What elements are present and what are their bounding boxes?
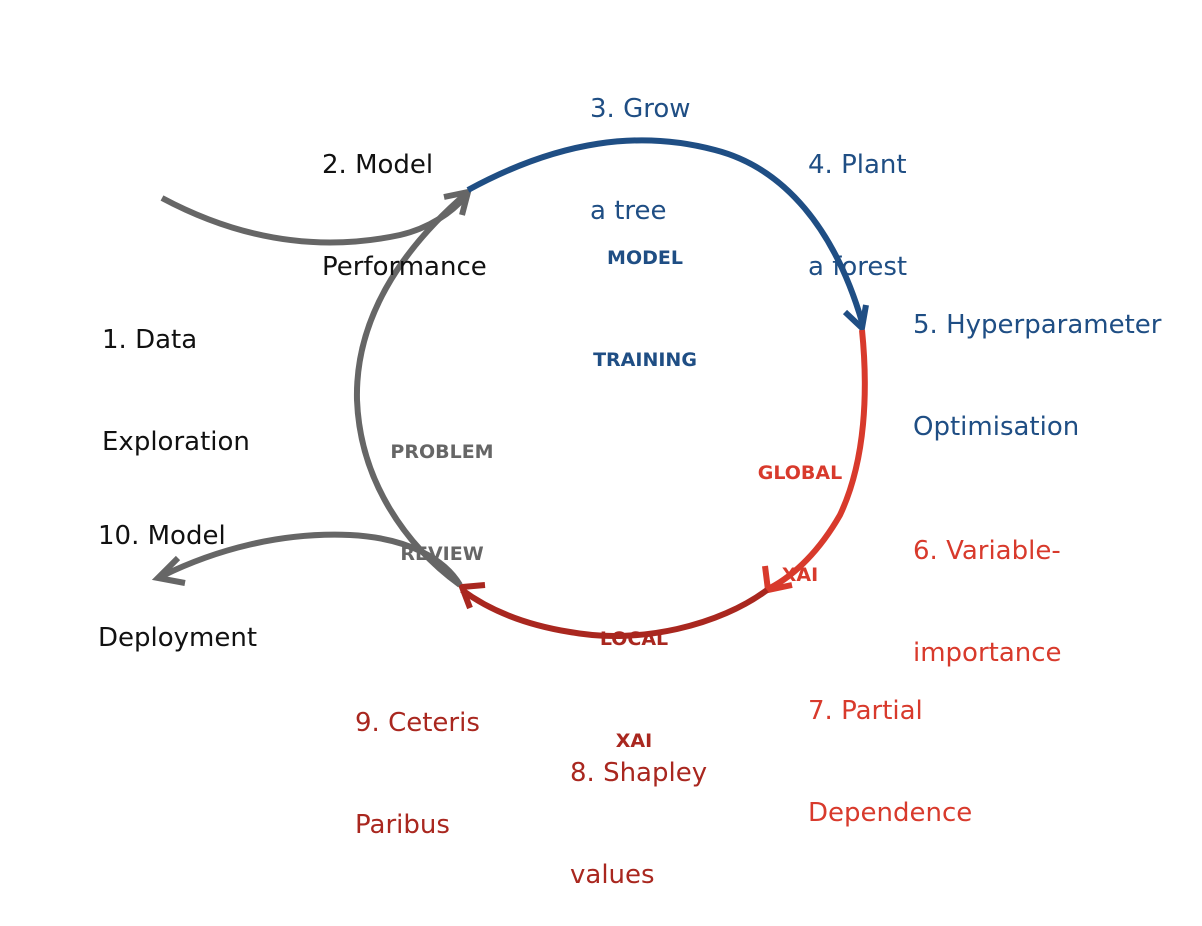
exit-arrow bbox=[160, 531, 463, 587]
phase-local-xai-line2: XAI bbox=[615, 730, 653, 752]
step-8-shapley-values: 8. Shapley values bbox=[570, 688, 707, 926]
cycle-diagram bbox=[151, 137, 869, 639]
step-1-data-exploration: 1. Data Exploration bbox=[102, 255, 250, 493]
step-6-line2: importance bbox=[913, 638, 1062, 668]
global-xai-arrowhead bbox=[762, 565, 793, 594]
model-training-arc bbox=[466, 137, 865, 323]
step-1-line1: 1. Data bbox=[102, 325, 198, 355]
phase-model-training-line1: MODEL bbox=[607, 247, 683, 269]
global-xai-arc bbox=[768, 329, 868, 591]
phase-local-xai: LOCAL XAI bbox=[564, 554, 704, 792]
step-2-line1: 2. Model bbox=[322, 150, 434, 180]
step-5-line1: 5. Hyperparameter bbox=[913, 310, 1162, 340]
step-7-line1: 7. Partial bbox=[808, 696, 923, 726]
step-2-model-performance: 2. Model Performance bbox=[322, 80, 487, 318]
step-7-partial-dependence: 7. Partial Dependence bbox=[808, 626, 972, 864]
step-3-line1: 3. Grow bbox=[590, 94, 691, 124]
step-4-line2: a forest bbox=[808, 252, 908, 282]
step-7-line2: Dependence bbox=[808, 798, 973, 828]
phase-local-xai-line1: LOCAL bbox=[599, 628, 669, 650]
phase-global-xai-line2: XAI bbox=[781, 564, 819, 586]
phase-model-training-line2: TRAINING bbox=[593, 349, 697, 371]
phase-global-xai: GLOBAL XAI bbox=[730, 388, 870, 626]
step-4-line1: 4. Plant bbox=[808, 150, 907, 180]
phase-problem-review: PROBLEM REVIEW bbox=[362, 367, 522, 605]
step-9-line2: Paribus bbox=[355, 810, 450, 840]
step-2-line2: Performance bbox=[322, 252, 487, 282]
problem-review-arc bbox=[353, 189, 470, 588]
phase-model-training: MODEL TRAINING bbox=[560, 173, 730, 411]
step-9-ceteris-paribus: 9. Ceteris Paribus bbox=[355, 638, 480, 876]
model-training-arrowhead bbox=[842, 304, 869, 335]
step-3-grow-a-tree: 3. Grow a tree bbox=[590, 24, 691, 262]
step-10-model-deployment: 10. Model Deployment bbox=[98, 451, 257, 689]
phase-problem-review-line1: PROBLEM bbox=[390, 441, 494, 463]
step-1-line2: Exploration bbox=[102, 427, 250, 457]
step-9-line1: 9. Ceteris bbox=[355, 708, 480, 738]
step-8-line2: values bbox=[570, 860, 655, 890]
step-6-variable-importance: 6. Variable- importance bbox=[913, 466, 1062, 704]
step-5-line2: Optimisation bbox=[913, 412, 1080, 442]
step-5-hyperparameter-optimisation: 5. Hyperparameter Optimisation bbox=[913, 240, 1161, 478]
step-4-plant-a-forest: 4. Plant a forest bbox=[808, 80, 907, 318]
phase-problem-review-line2: REVIEW bbox=[400, 543, 484, 565]
phase-global-xai-line1: GLOBAL bbox=[757, 462, 843, 484]
step-10-line2: Deployment bbox=[98, 623, 258, 653]
step-10-line1: 10. Model bbox=[98, 521, 226, 551]
step-6-line1: 6. Variable- bbox=[913, 536, 1061, 566]
step-8-line1: 8. Shapley bbox=[570, 758, 708, 788]
local-xai-arc bbox=[460, 587, 769, 639]
local-xai-arrowhead bbox=[457, 582, 486, 610]
exit-arrowhead bbox=[151, 555, 186, 586]
step-3-line2: a tree bbox=[590, 196, 667, 226]
